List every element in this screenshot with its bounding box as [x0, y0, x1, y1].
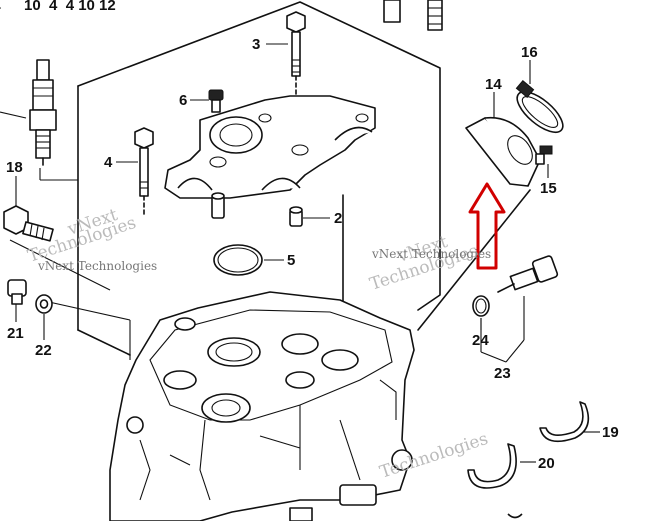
bolt-21: [7, 279, 27, 305]
bolt-18: [3, 205, 54, 242]
leader-lines: [15, 43, 600, 463]
label-16: 16: [521, 44, 538, 61]
clamp-16: [515, 79, 564, 134]
bolt-3: [286, 11, 306, 101]
label-21: 21: [7, 325, 24, 342]
label-2: 2: [334, 210, 342, 227]
label-15: 15: [540, 180, 557, 197]
label-18: 18: [6, 159, 23, 176]
label-24: 24: [472, 332, 489, 349]
bolt-15: [535, 145, 553, 165]
spark-plug: [29, 59, 57, 166]
intake-pipe-14: [465, 116, 541, 187]
half-ring-20: [467, 443, 517, 489]
washer-22: [35, 294, 53, 314]
frame-lines: [0, 1, 531, 360]
bolt-4: [134, 127, 154, 216]
label-22: 22: [35, 342, 52, 359]
label-top-left: 10 4 4 10 12: [24, 0, 116, 14]
top-studs: [383, 0, 443, 31]
label-4: 4: [104, 154, 113, 171]
label-6: 6: [179, 92, 187, 109]
label-5: 5: [287, 252, 295, 269]
label-20: 20: [538, 455, 555, 472]
label-19: 19: [602, 424, 619, 441]
label-23: 23: [494, 365, 511, 382]
o-ring-24: [472, 295, 490, 317]
watermark-full-left: vNext Technologies: [37, 259, 157, 273]
bottom-fragment: [507, 513, 523, 519]
watermark-full-right: vNext Technologies: [371, 247, 491, 261]
red-arrow: [468, 182, 506, 270]
bolt-6: [208, 89, 224, 113]
label-14: 14: [485, 76, 502, 93]
half-ring-19: [539, 401, 590, 443]
dowel-pin-2: [211, 192, 303, 227]
label-3: 3: [252, 36, 260, 53]
callout-labels: 10 4 4 10 12 3 6 4 2 5 14 16 15 18 21 22…: [6, 0, 619, 472]
temperature-sensor-23: [497, 255, 559, 293]
cylinder-head: [109, 291, 415, 521]
camshaft-holder: [164, 95, 376, 199]
o-ring-5: [213, 244, 263, 276]
